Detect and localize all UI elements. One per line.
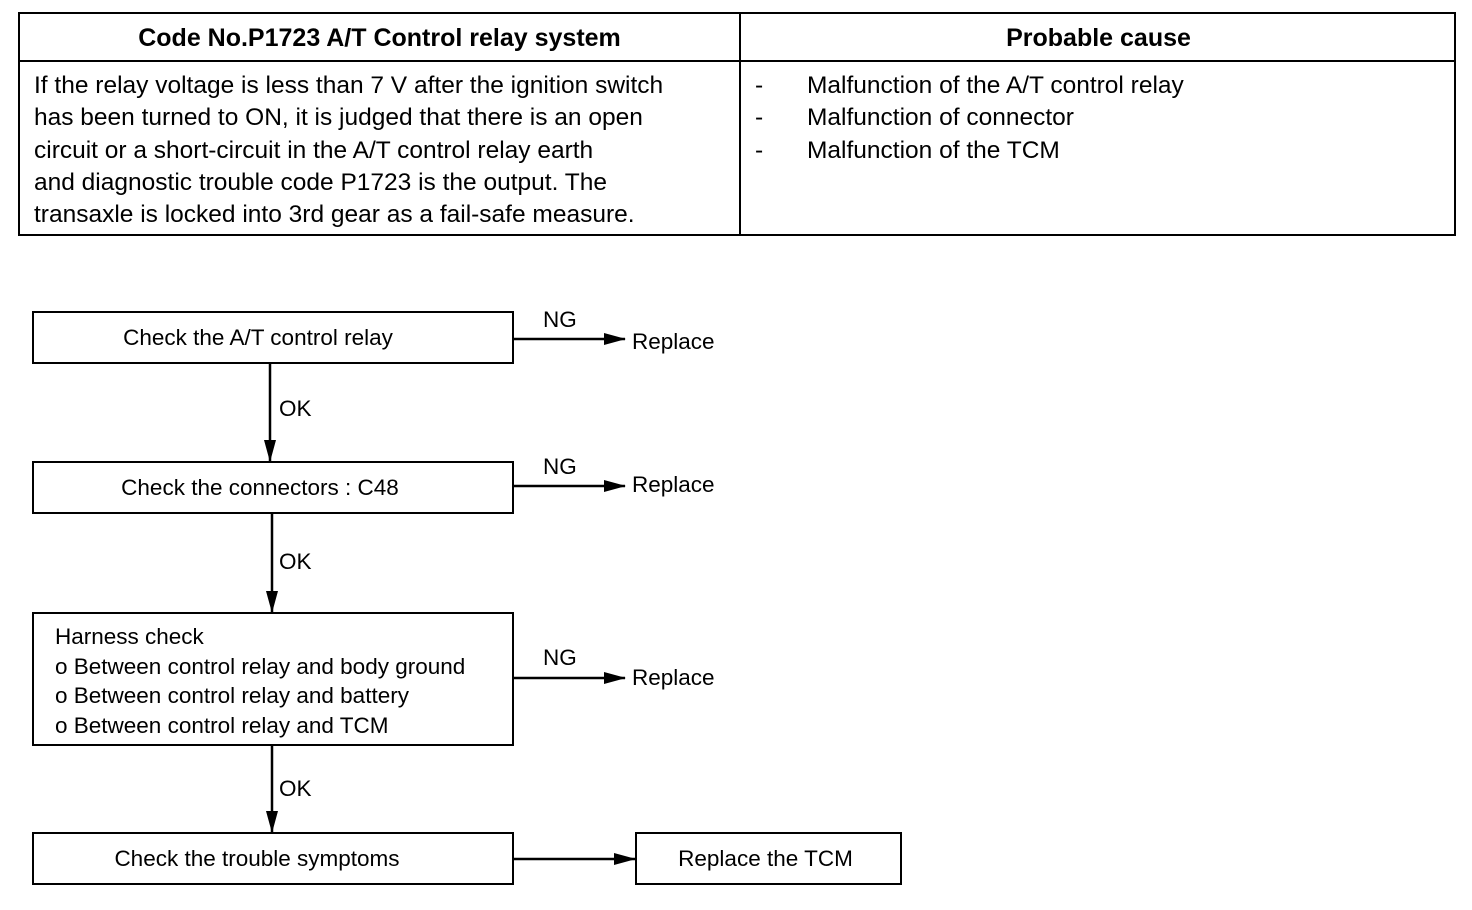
step-check-connectors: Check the connectors : C48 [32,461,514,514]
harness-check-item: o Between control relay and TCM [55,712,389,738]
table-header-code: Code No.P1723 A/T Control relay system [138,24,621,52]
step-check-trouble-symptoms: Check the trouble symptoms [32,832,514,885]
step-check-connectors-label: Check the connectors : C48 [121,474,399,500]
cause-text: Malfunction of the A/T control relay [807,72,1184,99]
harness-check-title: Harness check [55,624,204,649]
step-check-control-relay: Check the A/T control relay [32,311,514,364]
harness-check-item: o Between control relay and body ground [55,653,466,679]
harness-check-content: Harness check o Between control relay an… [55,622,465,740]
replace-label: Replace [632,472,715,497]
cause-bullet: - [755,72,764,99]
ok-label: OK [279,396,312,421]
ok-label: OK [279,776,312,801]
replace-label: Replace [632,665,715,690]
probable-cause-list: - Malfunction of the A/T control relay -… [748,70,1448,167]
code-table: Code No.P1723 A/T Control relay system P… [18,12,1456,236]
ng-label: NG [543,645,577,670]
cause-item: - Malfunction of the TCM [748,135,1448,167]
table-column-divider [739,14,741,234]
step-replace-tcm: Replace the TCM [635,832,902,885]
step-harness-check: Harness check o Between control relay an… [32,612,514,746]
description-line: circuit or a short-circuit in the A/T co… [34,136,594,164]
cause-text: Malfunction of the TCM [807,136,1060,164]
description-line: If the relay voltage is less than 7 V af… [34,72,664,99]
table-header-divider [20,60,1454,62]
harness-check-item: o Between control relay and battery [55,683,409,708]
replace-label: Replace [632,329,715,354]
ok-label: OK [279,549,312,574]
step-replace-tcm-label: Replace the TCM [678,845,853,871]
cause-bullet: - [755,104,764,132]
cause-item: - Malfunction of connector [748,102,1448,134]
description-line: and diagnostic trouble code P1723 is the… [34,168,607,196]
cause-item: - Malfunction of the A/T control relay [748,70,1448,102]
step-check-control-relay-label: Check the A/T control relay [123,324,393,350]
table-header-probable-cause: Probable cause [1006,24,1191,52]
description-line: has been turned to ON, it is judged that… [34,104,643,132]
cause-bullet: - [755,136,764,164]
step-check-trouble-symptoms-label: Check the trouble symptoms [114,845,400,871]
code-description: If the relay voltage is less than 7 V af… [34,70,734,231]
ng-label: NG [543,454,577,479]
description-line: transaxle is locked into 3rd gear as a f… [34,201,635,229]
cause-text: Malfunction of connector [807,104,1074,132]
ng-label: NG [543,307,577,332]
